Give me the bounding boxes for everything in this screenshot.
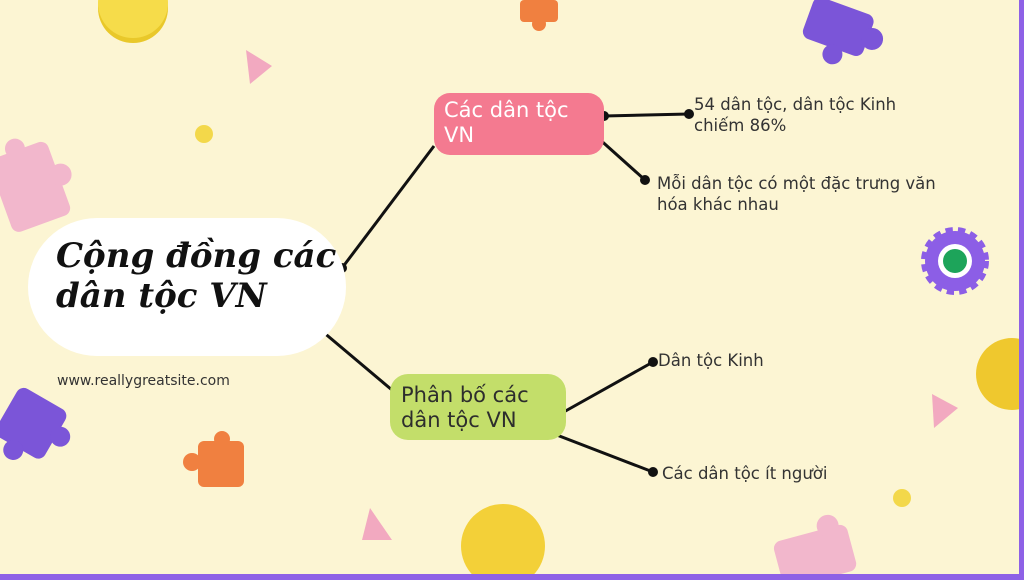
frame-border-right <box>1019 0 1024 580</box>
puzzle-piece-icon <box>520 0 558 31</box>
circle-icon <box>195 125 213 143</box>
frame-border-bottom <box>0 574 1024 580</box>
connector-dot <box>648 467 658 477</box>
connector-branch2-leaf4 <box>548 430 654 474</box>
connector-main-branch1 <box>340 145 436 269</box>
puzzle-piece-icon <box>183 431 244 487</box>
triangle-icon <box>362 508 392 540</box>
leaf-kinh-group: Dân tộc Kinh <box>658 351 764 370</box>
main-topic-title: Cộng đồng các dân tộc VN <box>56 236 337 316</box>
gear-icon <box>921 227 989 295</box>
puzzle-piece-icon <box>802 0 884 65</box>
leaf-cultural-identity: Mỗi dân tộc có một đặc trưng văn hóa khá… <box>657 174 936 214</box>
leaf-minority-groups: Các dân tộc ít người <box>662 464 828 483</box>
main-topic-bubble <box>28 218 346 356</box>
circle-icon <box>976 338 1024 410</box>
branch-distribution-box <box>390 374 566 440</box>
website-url: www.reallygreatsite.com <box>57 373 230 389</box>
connector-branch2-leaf3 <box>552 360 654 420</box>
connector-dot <box>684 109 694 119</box>
circle-icon <box>461 504 545 580</box>
branch-distribution-label: Phân bố các dân tộc VN <box>401 383 529 432</box>
puzzle-piece-icon <box>0 138 72 232</box>
connector-dot <box>640 175 650 185</box>
branch-ethnic-groups-label: Các dân tộc VN <box>444 98 569 147</box>
connector-branch1-leaf2 <box>595 135 647 182</box>
circle-icon <box>98 0 168 43</box>
puzzle-piece-icon <box>0 387 71 460</box>
connector-branch1-leaf1 <box>603 112 690 118</box>
leaf-54-ethnic-groups: 54 dân tộc, dân tộc Kinh chiếm 86% <box>694 95 897 135</box>
branch-ethnic-groups-box <box>434 93 604 155</box>
triangle-icon <box>932 394 958 428</box>
connector-main-branch2 <box>315 324 393 392</box>
puzzle-piece-icon <box>773 514 857 580</box>
circle-icon <box>893 489 911 507</box>
connector-dot <box>648 357 658 367</box>
triangle-icon <box>246 50 272 84</box>
